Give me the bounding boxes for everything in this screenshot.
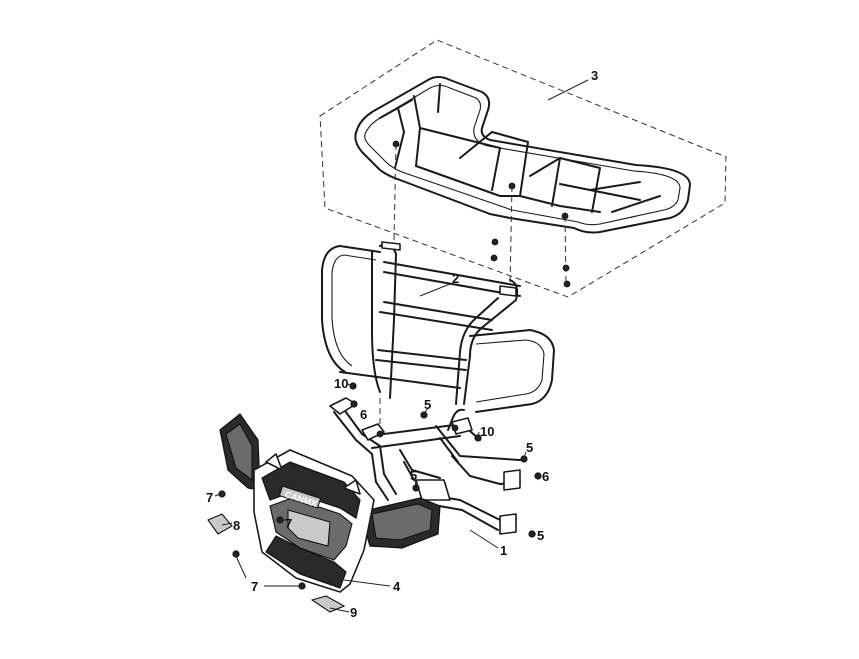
callout-10-right: 10 [480,424,494,439]
callout-9: 9 [350,605,357,620]
front-bumper: CANMX [219,413,441,593]
callout-10-left: 10 [334,376,348,391]
callout-7-left: 7 [206,490,213,505]
brush-guard [321,241,555,413]
assembly-lines [379,143,567,430]
callout-5-right: 5 [526,440,533,455]
callout-labels: 1 2 3 4 5 5 5 5 6 6 7 7 7 8 9 10 10 [206,68,598,620]
callout-6-left: 6 [360,407,367,422]
callout-7-bottom: 7 [251,579,258,594]
callout-3: 3 [591,68,598,83]
callout-5-top: 5 [424,397,431,412]
front-cargo-rack [354,76,691,288]
bumper-mount-frame [329,397,521,535]
leader-lines [214,79,589,613]
reflector-plate [207,513,233,535]
callout-1: 1 [500,543,507,558]
callout-7-center: 7 [285,516,292,531]
callout-8: 8 [233,518,240,533]
callout-4: 4 [393,579,401,594]
callout-2: 2 [452,271,459,286]
trim-plate [310,595,346,613]
callout-6-right: 6 [542,469,549,484]
callout-5-center: 5 [410,468,417,483]
callout-5-lower: 5 [537,528,544,543]
